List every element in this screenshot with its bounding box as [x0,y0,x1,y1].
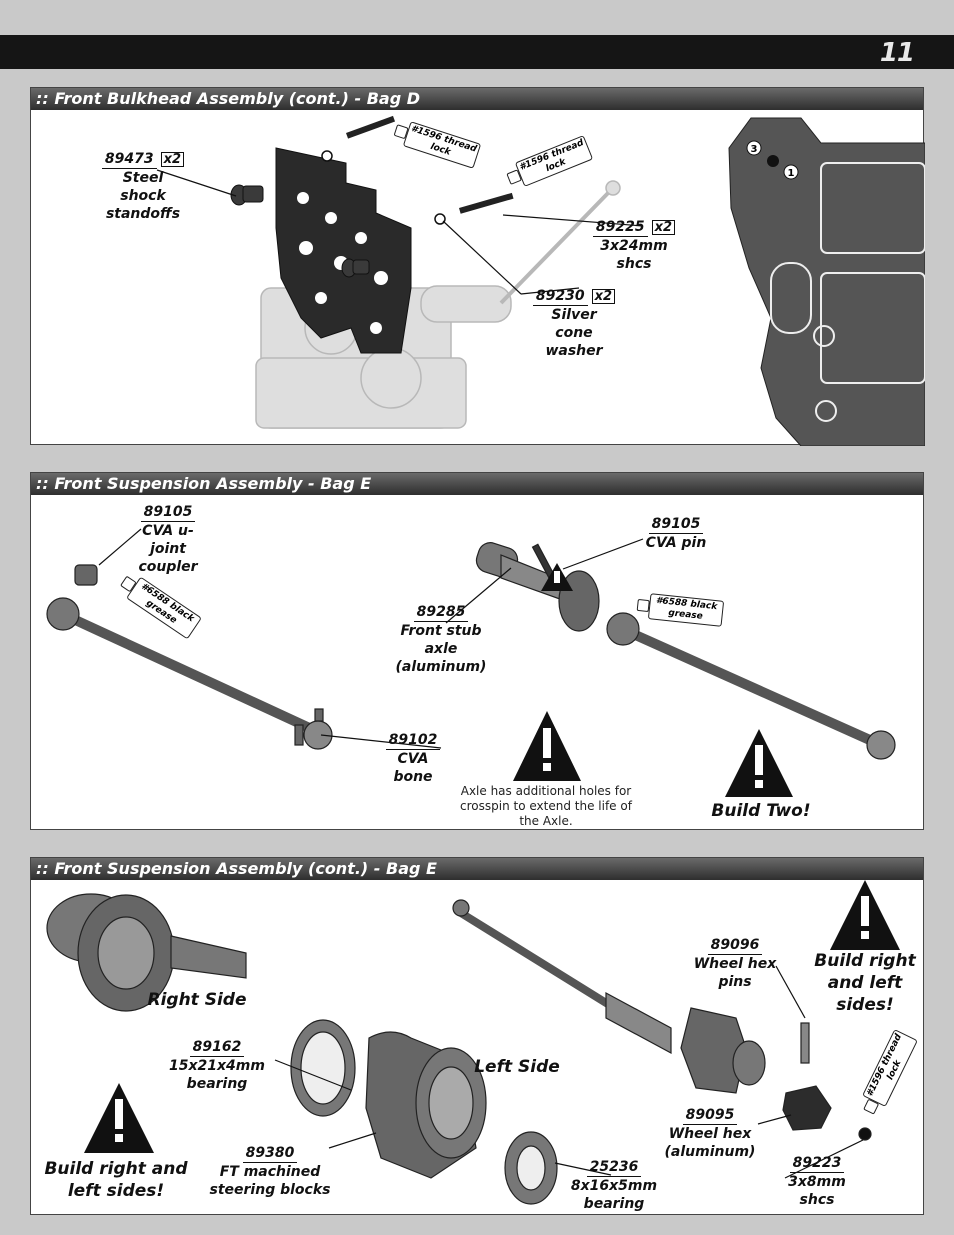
label-89105-pin: 89105 CVA pin [645,516,707,551]
label-25236: 25236 8x16x5mm bearing [570,1159,658,1212]
axle-note: Axle has additional holes for crosspin t… [460,784,632,828]
right-side-label: Right Side [147,990,247,1010]
label-89095: 89095 Wheel hex (aluminum) [664,1107,756,1160]
suspension2-title: :: Front Suspension Assembly (cont.) - B… [31,858,923,880]
build-rl-top: Build right and left sides! [814,951,916,1015]
page-header-bar [0,35,954,69]
label-89162: 89162 15x21x4mm bearing [169,1039,265,1092]
bulkhead-title: :: Front Bulkhead Assembly (cont.) - Bag… [31,88,923,110]
label-89102: 89102 CVA bone [371,731,455,786]
suspension2-panel: :: Front Suspension Assembly (cont.) - B… [30,857,924,1215]
label-89096: 89096 Wheel hex pins [693,937,777,990]
suspension-title: :: Front Suspension Assembly - Bag E [31,473,923,495]
bulkhead-illustration: 3 1 [156,115,925,446]
detail-mark-3: 3 [751,144,758,155]
bulkhead-panel: :: Front Bulkhead Assembly (cont.) - Bag… [30,87,925,446]
label-89223: 89223 3x8mm shcs [788,1155,846,1208]
suspension-panel: :: Front Suspension Assembly - Bag E [30,472,924,830]
suspension-illustration [46,528,896,797]
build-two-label: Build Two! [711,801,811,821]
label-89285: 89285 Front stub axle (aluminum) [395,604,487,675]
detail-mark-1: 1 [788,168,795,179]
left-side-label: Left Side [474,1057,560,1077]
page-number: 11 [879,38,915,68]
suspension2-illustration [46,880,900,1205]
label-89380: 89380 FT machined steering blocks [209,1145,331,1198]
build-rl-bottom: Build right and left sides! [44,1159,188,1201]
label-89105-coupler: 89105 CVA u-joint coupler [138,504,198,575]
